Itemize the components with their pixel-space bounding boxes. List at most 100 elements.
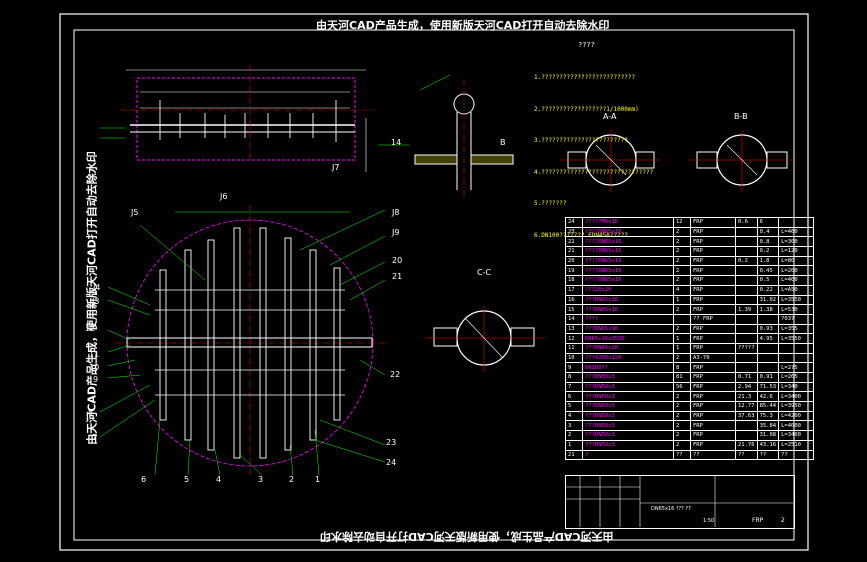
bom-cell: 1 — [673, 333, 691, 344]
bom-cell: L=3400 — [778, 430, 815, 441]
bom-cell: 4.95 — [756, 333, 780, 344]
bom-cell: ???4200x120 — [582, 352, 674, 364]
bom-cell: 17 — [565, 284, 583, 296]
title-block-material: FRP — [752, 517, 764, 524]
part-label: J4 — [93, 283, 101, 292]
bom-cell: 12 — [565, 333, 583, 344]
bom-cell: L=120 — [778, 246, 815, 257]
bom-cell: ?? FRP — [690, 313, 736, 325]
bom-cell: FRP — [690, 391, 736, 403]
bom-cell — [756, 352, 780, 364]
bom-cell: 0.6 — [735, 217, 758, 228]
bom-cell — [735, 362, 758, 373]
bom-cell: 3 — [565, 420, 583, 432]
bom-cell: L=200 — [778, 265, 815, 277]
bom-cell: 11 — [565, 342, 583, 354]
note-line: 4.??????????????????????????????? — [534, 168, 654, 176]
bom-cell — [735, 236, 758, 248]
part-label: 12 — [85, 324, 96, 333]
bom-cell: ????DN65x16 — [582, 255, 674, 267]
bom-cell — [735, 352, 758, 364]
bom-cell: 42.6 — [756, 391, 780, 403]
bom-cell: FRP — [690, 246, 736, 257]
bom-cell: L=460 — [778, 226, 815, 238]
section-a-a — [560, 130, 660, 192]
bom-cell: FRP — [690, 226, 736, 238]
part-label: 22 — [390, 370, 401, 379]
bom-cell: ???DN50x3 — [582, 372, 674, 383]
bom-cell: 1 — [673, 342, 691, 354]
bom-cell: ???DN50x3 — [582, 391, 674, 403]
title-block — [565, 475, 795, 529]
bom-cell: 22 — [565, 236, 583, 248]
bom-cell: 2 — [673, 420, 691, 432]
bom-cell: FRP — [690, 420, 736, 432]
bom-cell: ???20x20 — [582, 284, 674, 296]
part-label: 9 — [93, 375, 99, 384]
bom-cell: ?? — [756, 449, 780, 461]
bom-cell: FRP — [690, 439, 736, 451]
bom-cell: FRP — [690, 430, 736, 441]
bom-cell — [735, 420, 758, 432]
bom-cell: L=A50 — [778, 284, 815, 296]
section-label-b: B-B — [734, 112, 748, 121]
bom-cell: FRP — [690, 255, 736, 267]
bom-cell: 2 — [673, 265, 691, 277]
bom-cell: 18 — [565, 275, 583, 286]
bom-cell: 16 — [565, 294, 583, 306]
bom-cell: 2 — [673, 226, 691, 238]
bom-cell: 12.77 — [735, 401, 758, 412]
part-label: J3 — [92, 297, 100, 306]
bom-cell: 43.16 — [756, 439, 780, 451]
bom-cell: DN65x16x3550 — [582, 333, 674, 344]
note-line: 3.???????????????????????? — [534, 137, 628, 144]
bom-cell: 56 — [673, 381, 691, 393]
bom-cell: 2 — [673, 410, 691, 422]
bom-cell: 21 — [565, 246, 583, 257]
bom-cell — [673, 313, 691, 325]
bom-row: 21??????????? — [565, 449, 815, 461]
bom-cell: 0.71 — [735, 372, 758, 383]
part-label: 21 — [392, 272, 403, 281]
bom-cell: 12 — [673, 217, 691, 228]
bom-cell: 2 — [673, 323, 691, 335]
part-label: 1 — [315, 475, 321, 484]
bom-cell: 2 — [673, 391, 691, 403]
bom-cell: 1.8 — [756, 255, 780, 267]
plan-view — [99, 205, 386, 476]
elevation-view — [100, 65, 375, 172]
bom-cell — [735, 294, 758, 306]
bom-cell: FRP — [690, 323, 736, 335]
bom-cell: 6 — [565, 391, 583, 403]
bom-cell: ???DN65x16 — [582, 304, 674, 315]
bom-cell — [735, 430, 758, 441]
bom-cell: 31.02 — [756, 294, 780, 306]
part-label: 20 — [392, 256, 403, 265]
title-block-lines — [565, 475, 793, 527]
bom-cell: 24 — [565, 217, 583, 228]
bom-cell: FRP — [690, 275, 736, 286]
bom-cell: FRP — [690, 265, 736, 277]
bom-cell: 2 — [673, 246, 691, 257]
bom-cell: ????? — [735, 342, 758, 354]
bom-cell: 0.22 — [756, 284, 780, 296]
bom-cell: 2 — [673, 401, 691, 412]
bom-cell: 2 — [673, 352, 691, 364]
bom-cell: 1 — [565, 439, 583, 451]
bom-cell — [735, 333, 758, 344]
side-detail-view — [378, 74, 514, 200]
bom-cell: L=4000 — [778, 420, 815, 432]
part-label: 8 — [88, 408, 94, 417]
bom-cell: 21 — [565, 449, 583, 461]
bom-cell: 2 — [673, 275, 691, 286]
